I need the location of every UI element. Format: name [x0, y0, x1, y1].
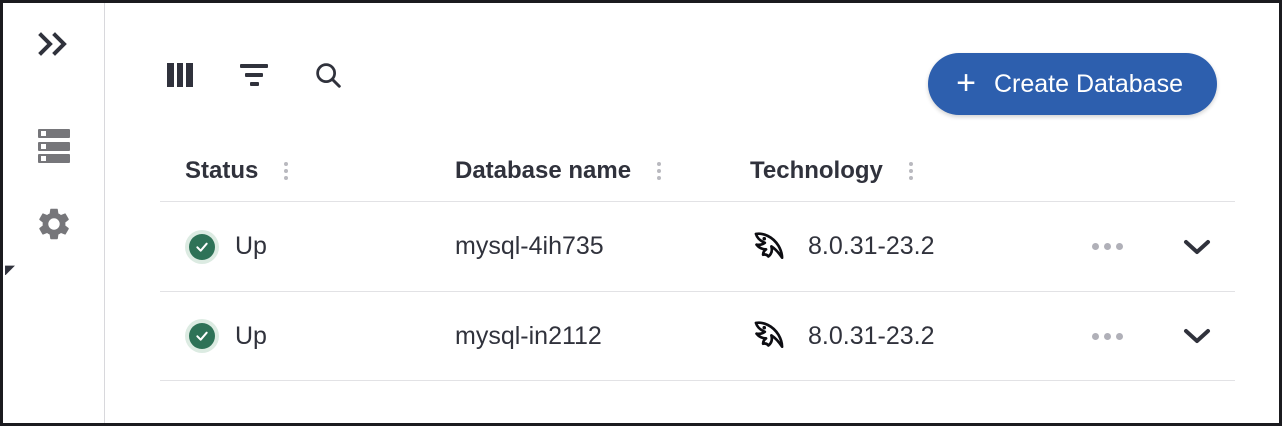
filter-icon	[240, 64, 268, 86]
technology-version-label: 8.0.31-23.2	[808, 232, 935, 260]
table-header-row: Status Database name Technology	[160, 143, 1235, 201]
edge-glyph-fragment: ◤	[5, 265, 15, 275]
cell-database-name: mysql-in2112	[455, 322, 750, 351]
cell-actions	[1070, 235, 1235, 258]
status-label: Up	[235, 321, 267, 350]
chevron-down-icon	[1184, 239, 1210, 254]
row-more-button[interactable]	[1088, 325, 1127, 348]
check-circle-icon	[196, 331, 208, 341]
column-menu-technology[interactable]	[903, 159, 919, 183]
mysql-dolphin-icon	[754, 321, 784, 349]
header-cell-technology: Technology	[750, 143, 1070, 185]
main-content: + Create Database Status Database name	[105, 3, 1279, 423]
cell-database-name: mysql-4ih735	[455, 232, 750, 261]
check-circle-icon	[196, 242, 208, 252]
table-row[interactable]: Up mysql-4ih735 8.0.31-23.2	[160, 201, 1235, 291]
filter-button[interactable]	[234, 55, 274, 95]
cell-status: Up	[160, 229, 455, 264]
cell-technology: 8.0.31-23.2	[750, 317, 1070, 355]
column-menu-name[interactable]	[651, 159, 667, 183]
cell-actions	[1070, 325, 1235, 348]
header-cell-status: Status	[160, 143, 455, 185]
cell-status: Up	[160, 319, 455, 353]
row-more-button[interactable]	[1088, 235, 1127, 258]
database-stack-icon	[38, 129, 70, 163]
sidebar-item-databases[interactable]	[3, 121, 105, 171]
sidebar-expand-button[interactable]	[3, 21, 105, 67]
databases-table: Status Database name Technology	[160, 143, 1235, 381]
column-label-name: Database name	[455, 157, 632, 184]
status-label: Up	[235, 232, 267, 260]
sidebar-item-settings[interactable]	[3, 199, 105, 249]
sidebar: ◤	[3, 3, 105, 423]
row-expand-button[interactable]	[1182, 237, 1212, 257]
search-button[interactable]	[308, 55, 348, 95]
gear-icon	[39, 208, 69, 240]
database-name-label: mysql-in2112	[455, 321, 602, 350]
create-database-button[interactable]: + Create Database	[928, 53, 1217, 115]
create-database-label: Create Database	[993, 69, 1183, 98]
cell-technology: 8.0.31-23.2	[750, 228, 1070, 266]
table-toolbar	[160, 55, 348, 95]
column-menu-status[interactable]	[278, 159, 294, 183]
columns-button[interactable]	[160, 55, 200, 95]
chevron-double-right-icon	[38, 32, 67, 56]
status-badge	[185, 229, 219, 264]
chevron-down-icon	[1184, 329, 1210, 343]
search-icon	[316, 63, 341, 88]
status-badge	[185, 319, 219, 353]
table-row[interactable]: Up mysql-in2112 8.0.31-23.2	[160, 291, 1235, 381]
database-name-label: mysql-4ih735	[455, 232, 604, 260]
header-cell-name: Database name	[455, 143, 750, 185]
column-label-technology: Technology	[750, 157, 883, 184]
mysql-dolphin-icon	[754, 231, 784, 259]
technology-version-label: 8.0.31-23.2	[808, 321, 935, 350]
column-label-status: Status	[185, 157, 259, 184]
plus-icon: +	[956, 63, 976, 102]
columns-icon	[167, 63, 194, 87]
row-expand-button[interactable]	[1182, 326, 1212, 346]
